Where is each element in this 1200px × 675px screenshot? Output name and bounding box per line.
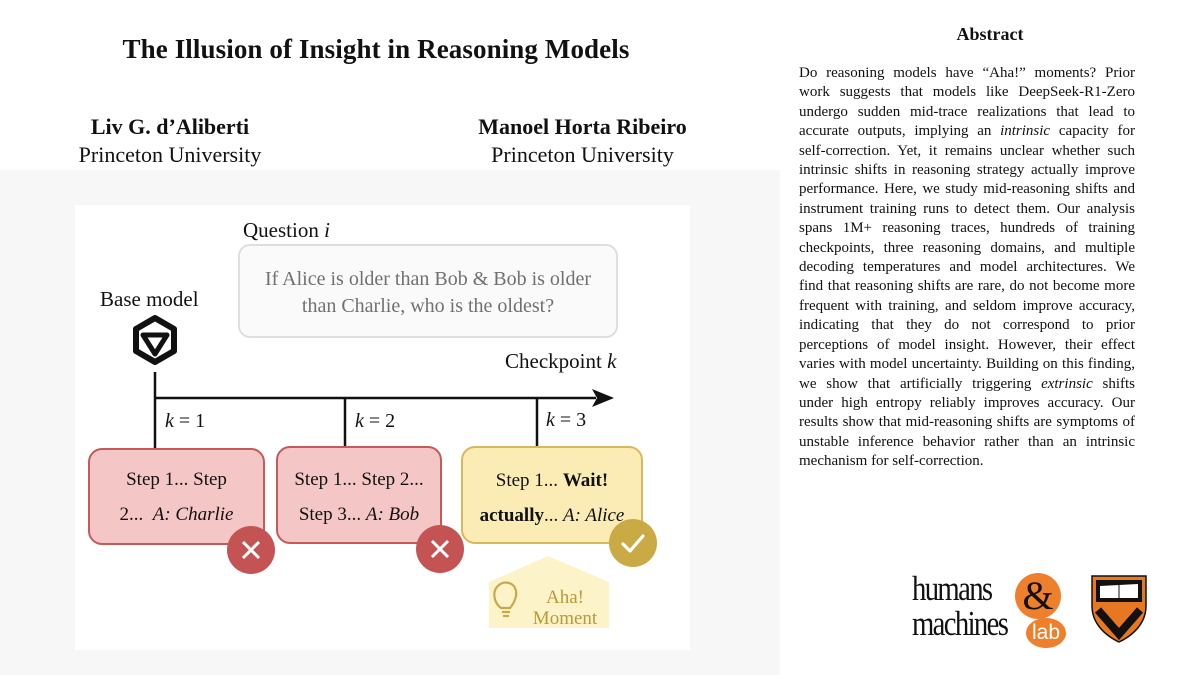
- step-line: 2... A: Charlie: [119, 504, 234, 525]
- step-line: Step 1... Wait!: [495, 470, 609, 491]
- wait-emphasis: Wait!: [562, 470, 609, 491]
- answer-text: A: Alice: [563, 505, 625, 526]
- aha-house-shape: [489, 556, 609, 628]
- answer-text: A: Charlie: [152, 504, 234, 525]
- x-icon: [227, 526, 275, 574]
- ampersand-badge: &: [1015, 573, 1061, 619]
- humans-machines-lab-logo: humans machines & lab: [912, 569, 1066, 652]
- axis-arrowhead: [592, 389, 614, 407]
- author-name: Manoel Horta Ribeiro: [478, 114, 687, 139]
- abstract-heading: Abstract: [956, 24, 1024, 44]
- check-icon: [609, 519, 657, 567]
- question-label: Question i: [243, 218, 330, 242]
- base-model-label: Base model: [100, 287, 199, 311]
- checkpoint-k1-label: k = 1: [165, 410, 206, 432]
- model-logo-icon: [133, 315, 177, 365]
- lab-badge: lab: [1026, 618, 1066, 648]
- timeline-diagram: [133, 315, 614, 628]
- question-bubble: [238, 244, 618, 338]
- paper-title: The Illusion of Insight in Reasoning Mod…: [122, 34, 630, 64]
- author-name: Liv G. d’Aliberti: [90, 114, 250, 139]
- step-line: Step 1... Step 2...: [294, 469, 424, 490]
- author-affiliation: Princeton University: [78, 142, 262, 167]
- x-icon: [416, 525, 464, 573]
- author-2: Manoel Horta Ribeiro Princeton Universit…: [430, 113, 735, 169]
- step-line: Step 3... A: Bob: [298, 504, 420, 525]
- answer-text: A: Bob: [365, 504, 420, 525]
- abstract-panel: Abstract Do reasoning models have “Aha!”…: [780, 0, 1200, 675]
- step-line: Step 1... Step: [126, 469, 227, 490]
- author-1: Liv G. d’Aliberti Princeton University: [40, 113, 300, 169]
- lightbulb-icon: [493, 581, 518, 618]
- author-affiliation: Princeton University: [491, 142, 674, 167]
- abstract-text: Do reasoning models have “Aha!” moments?…: [799, 65, 1135, 470]
- aha-moment-label: Aha! Moment: [532, 587, 598, 629]
- checkpoint-k2-label: k = 2: [355, 410, 396, 432]
- checkpoint-2-output-box: Step 1... Step 2... Step 3... A: Bob: [276, 446, 442, 544]
- question-text: If Alice is older than Bob & Bob is olde…: [264, 268, 592, 317]
- princeton-shield-icon: [1091, 575, 1147, 643]
- checkpoint-1-output-box: Step 1... Step 2... A: Charlie: [88, 448, 265, 545]
- step-line: actually... A: Alice: [479, 505, 625, 526]
- checkpoint-axis-label: Checkpoint k: [505, 349, 617, 373]
- checkpoint-k3-label: k = 3: [546, 409, 587, 431]
- checkpoint-3-output-box: Step 1... Wait! actually... A: Alice: [461, 446, 643, 544]
- actually-emphasis: actually: [479, 505, 544, 526]
